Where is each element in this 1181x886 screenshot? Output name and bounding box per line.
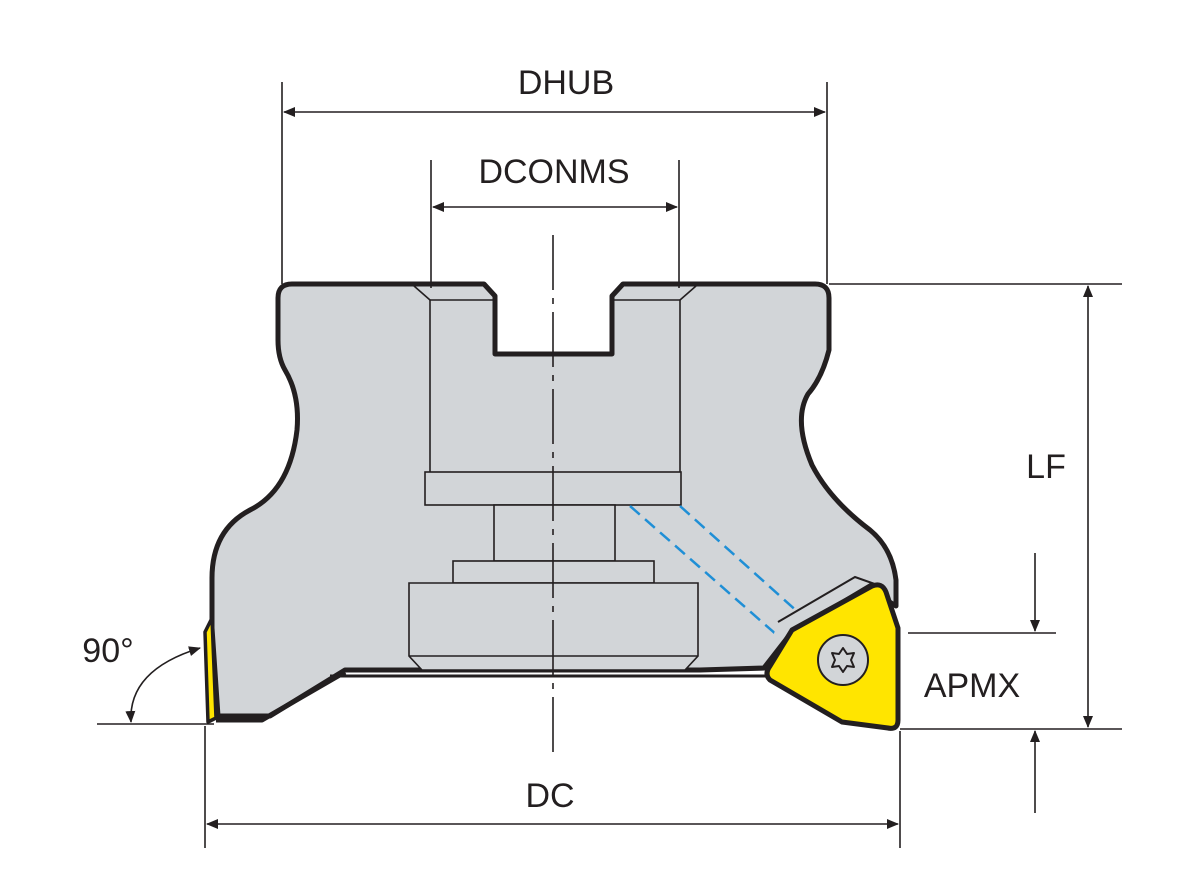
- lf-label: LF: [1026, 448, 1066, 486]
- lead-angle-arc: [125, 646, 201, 723]
- dhub-label: DHUB: [518, 64, 614, 102]
- dc-label: DC: [525, 777, 574, 815]
- arbor-bore: [413, 285, 697, 472]
- cutter-bottom-edge: [216, 669, 347, 723]
- dconms-label: DCONMS: [478, 153, 629, 191]
- bore-neck: [493, 504, 616, 562]
- lf-dimension: [829, 283, 1122, 730]
- apmx-dimension: [908, 553, 1056, 813]
- cutting-insert-left: [203, 616, 218, 724]
- lead-angle-label: 90°: [82, 632, 133, 670]
- apmx-label: APMX: [924, 667, 1020, 705]
- dhub-dimension: [281, 82, 828, 284]
- dconms-dimension: [430, 160, 680, 288]
- dc-dimension: [97, 723, 901, 848]
- torx-screw-icon: [831, 647, 855, 673]
- coolant-channel: [629, 505, 801, 637]
